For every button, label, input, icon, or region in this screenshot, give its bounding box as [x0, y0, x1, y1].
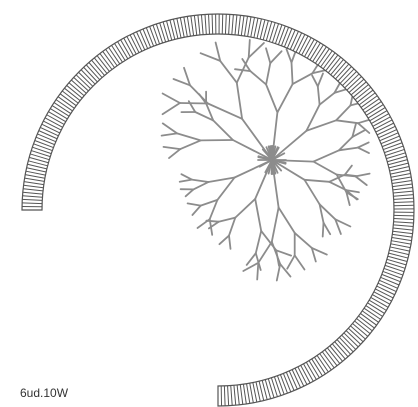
circular-hatched-band	[22, 14, 414, 406]
drawing-caption: 6ud.10W	[20, 386, 68, 400]
